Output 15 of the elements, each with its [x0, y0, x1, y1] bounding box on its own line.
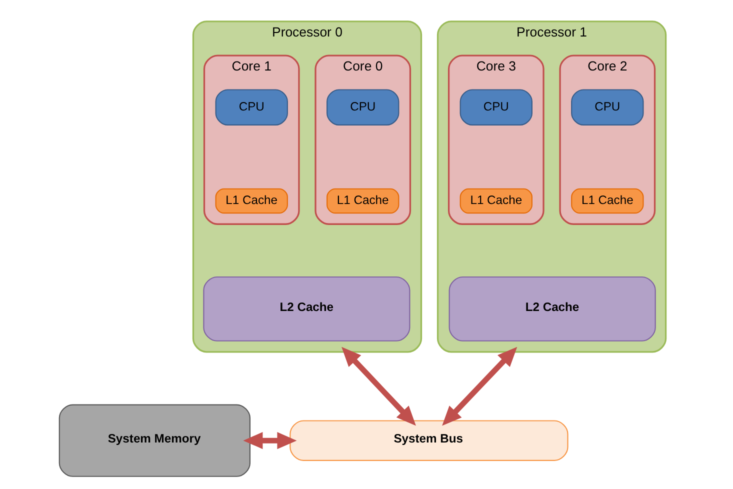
node-box: L2 Cache [448, 276, 656, 342]
node-box: System Memory [58, 404, 250, 477]
node-box: L1 Cache [326, 188, 399, 214]
arrow [442, 346, 517, 426]
node-box: L2 Cache [202, 276, 410, 342]
node-box: L1 Cache [570, 188, 644, 214]
node-box: CPU [459, 89, 532, 126]
arrow [242, 432, 296, 450]
node-box: CPU [326, 89, 399, 126]
arrow [341, 346, 416, 426]
node-box: L1 Cache [459, 188, 532, 214]
node-box: System Bus [289, 420, 568, 461]
node-box: L1 Cache [214, 188, 288, 214]
node-box: CPU [214, 89, 288, 126]
node-box: CPU [570, 89, 644, 126]
